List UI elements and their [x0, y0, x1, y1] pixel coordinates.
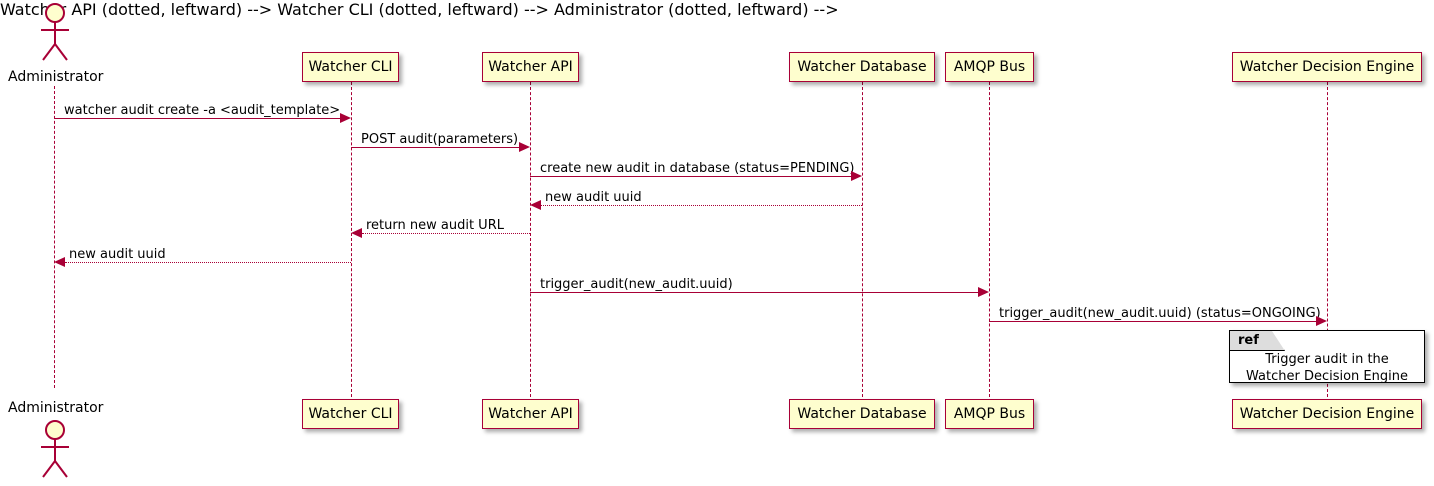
participant-watcher-api-top[interactable]: Watcher API	[482, 52, 579, 82]
participant-label: AMQP Bus	[953, 406, 1026, 422]
message-line-8	[989, 321, 1316, 322]
participant-label: Watcher API	[488, 406, 573, 422]
message-label-1: watcher audit create -a <audit_template>	[64, 103, 341, 118]
message-line-7	[530, 292, 978, 293]
message-line-2	[351, 147, 519, 148]
lifeline-watcher-decision-engine	[1327, 82, 1328, 397]
lifeline-watcher-cli	[351, 82, 352, 397]
message-label-4: new audit uuid	[545, 190, 642, 205]
participant-watcher-cli-top[interactable]: Watcher CLI	[302, 52, 399, 82]
participant-watcher-decision-engine-bottom[interactable]: Watcher Decision Engine	[1232, 399, 1422, 429]
participant-label: Watcher CLI	[308, 406, 393, 422]
participant-label: Watcher Database	[797, 59, 927, 75]
message-arrowhead-7	[978, 287, 989, 297]
message-label-8: trigger_audit(new_audit.uuid) (status=ON…	[999, 306, 1321, 321]
participant-watcher-api-bottom[interactable]: Watcher API	[482, 399, 579, 429]
ref-body: Trigger audit in the Watcher Decision En…	[1230, 351, 1424, 385]
message-label-7: trigger_audit(new_audit.uuid)	[540, 277, 733, 292]
message-arrowhead-8	[1316, 316, 1327, 326]
lifeline-amqp-bus	[989, 82, 990, 397]
message-arrowhead-1	[340, 113, 351, 123]
ref-body-line-1: Trigger audit in the	[1265, 352, 1389, 367]
message-label-5: return new audit URL	[366, 218, 504, 233]
message-line-6	[65, 262, 351, 263]
message-line-5	[362, 233, 530, 234]
participant-watcher-cli-bottom[interactable]: Watcher CLI	[302, 399, 399, 429]
message-arrowhead-5	[351, 228, 362, 238]
message-label-2: POST audit(parameters)	[361, 132, 519, 147]
lifeline-watcher-api	[530, 82, 531, 397]
message-line-3	[530, 176, 851, 177]
participant-amqp-bus-top[interactable]: AMQP Bus	[945, 52, 1034, 82]
actor-label-bottom: Administrator	[8, 400, 104, 416]
participant-label: Watcher Decision Engine	[1239, 59, 1415, 75]
message-arrowhead-2	[519, 142, 530, 152]
participant-label: Watcher API	[488, 59, 573, 75]
message-label-3: create new audit in database (status=PEN…	[540, 161, 855, 176]
message-line-4	[541, 205, 862, 206]
participant-label: Watcher Decision Engine	[1239, 406, 1415, 422]
participant-watcher-decision-engine-top[interactable]: Watcher Decision Engine	[1232, 52, 1422, 82]
participant-watcher-database-bottom[interactable]: Watcher Database	[789, 399, 935, 429]
participant-label: AMQP Bus	[953, 59, 1026, 75]
message-arrowhead-4	[530, 200, 541, 210]
ref-tab-label: ref	[1238, 333, 1259, 348]
actor-label-top: Administrator	[8, 69, 104, 85]
message-arrowhead-3	[851, 171, 862, 181]
message-arrowhead-6	[54, 257, 65, 267]
participant-label: Watcher CLI	[308, 59, 393, 75]
ref-fragment[interactable]: ref Trigger audit in the Watcher Decisio…	[1229, 330, 1425, 385]
participant-watcher-database-top[interactable]: Watcher Database	[789, 52, 935, 82]
ref-body-line-2: Watcher Decision Engine	[1246, 369, 1408, 384]
actor-icon-top	[41, 3, 69, 61]
message-label-6: new audit uuid	[69, 247, 166, 262]
message-line-1	[54, 118, 340, 119]
participant-amqp-bus-bottom[interactable]: AMQP Bus	[945, 399, 1034, 429]
lifeline-administrator	[54, 86, 55, 388]
actor-icon-bottom	[41, 420, 69, 478]
participant-label: Watcher Database	[797, 406, 927, 422]
lifeline-watcher-database	[862, 82, 863, 397]
